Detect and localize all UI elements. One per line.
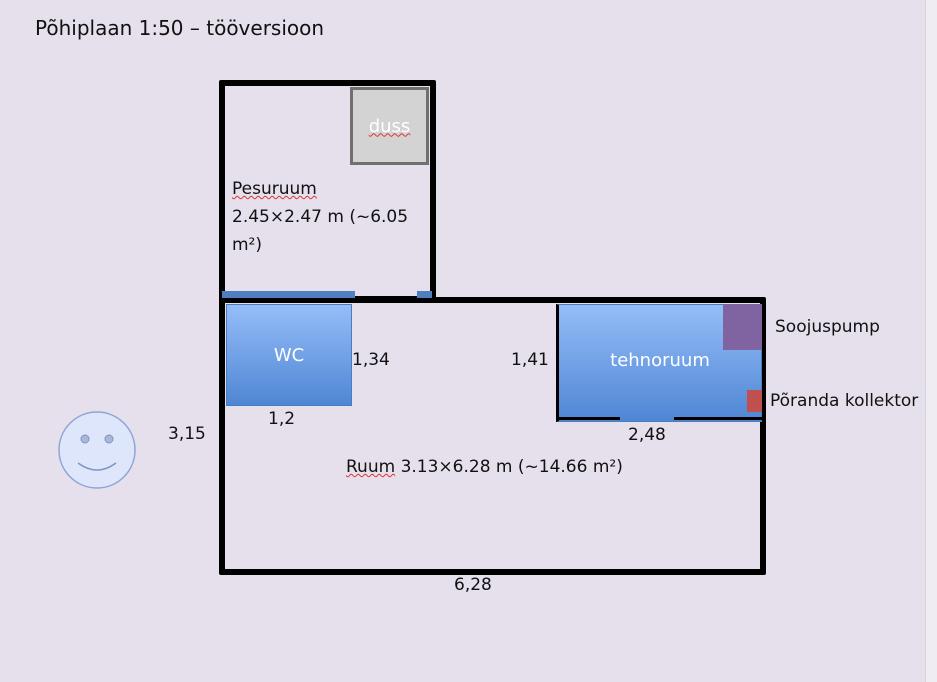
room-dims: 3.13×6.28 m (~14.66 m²) — [395, 457, 623, 477]
page-title: Põhiplaan 1:50 – tööversioon — [35, 16, 325, 40]
pesuruum-dims: 2.45×2.47 m (~6.05 — [232, 207, 409, 227]
pesuruum-name: Pesuruum — [232, 179, 317, 199]
pesuruum-area: m²) — [232, 235, 263, 255]
room-name: Ruum — [346, 457, 396, 477]
dim-wc-height: 1,34 — [352, 350, 390, 370]
tehnoruum-label: tehnoruum — [610, 349, 710, 371]
room-label: Ruum 3.13×6.28 m (~14.66 m²) — [346, 457, 623, 477]
dim-wc-width: 1,2 — [268, 409, 296, 429]
manifold-label: Põranda kollektor — [770, 391, 919, 411]
door-opening — [417, 291, 432, 298]
heat-pump[interactable] — [723, 304, 762, 350]
pesuruum-label: Pesuruum 2.45×2.47 m (~6.05 m²) — [232, 175, 408, 259]
main-room-walls — [219, 297, 766, 575]
door-opening — [222, 291, 355, 298]
wc-room[interactable]: WC — [226, 304, 352, 406]
shower[interactable]: duss — [350, 87, 429, 165]
heat-pump-label: Soojuspump — [775, 317, 880, 337]
dim-room-width: 6,28 — [454, 575, 492, 595]
wall-segment — [556, 417, 620, 420]
dim-tech-height: 1,41 — [511, 350, 549, 370]
wall-segment — [674, 417, 762, 420]
smiley-icon — [58, 411, 136, 489]
dim-tech-width: 2,48 — [628, 425, 666, 445]
shower-label: duss — [368, 115, 411, 137]
dim-room-height: 3,15 — [168, 424, 206, 444]
scrollbar[interactable] — [925, 0, 937, 682]
wc-label: WC — [273, 344, 305, 366]
floor-manifold[interactable] — [747, 390, 762, 412]
